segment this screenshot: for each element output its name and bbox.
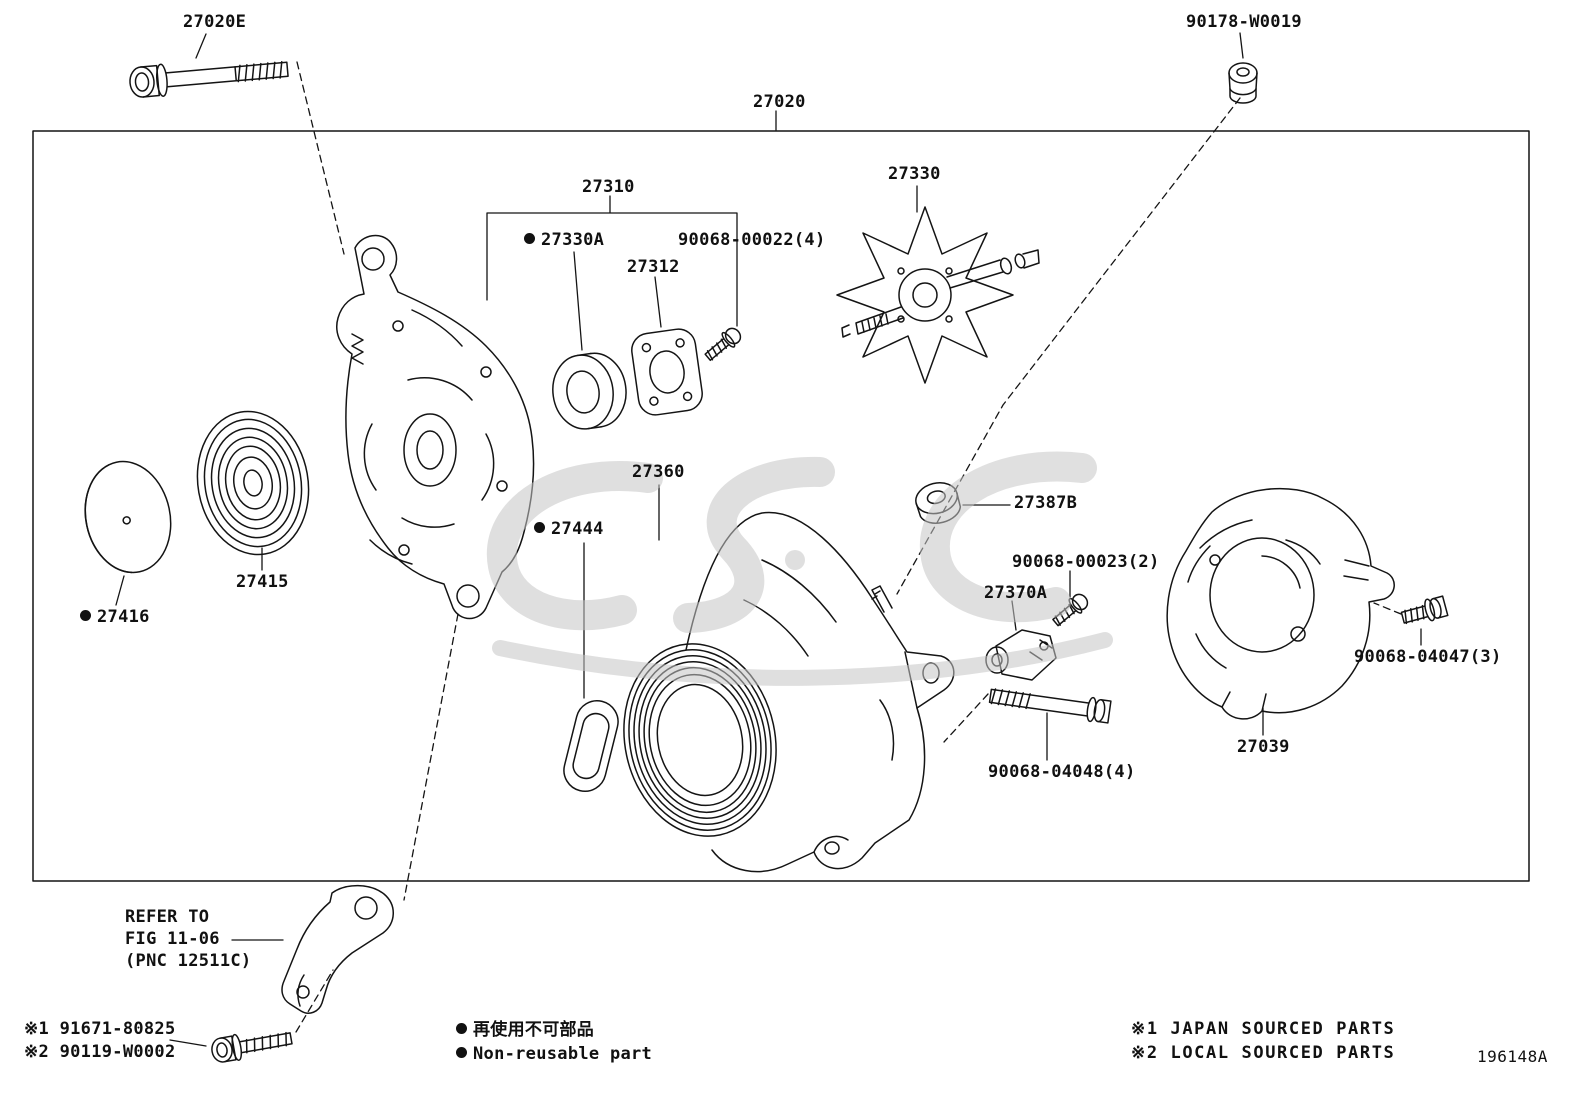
bolt-90068-04047-drawing: [1400, 595, 1449, 625]
legend-en-text: Non-reusable part: [473, 1044, 653, 1064]
non-reusable-dot-icon: [534, 521, 545, 533]
seal-ring-drawing: [563, 699, 619, 793]
substitution-ref-1: ※1 91671-80825: [24, 1019, 176, 1039]
pulley-nut-drawing: [1228, 62, 1258, 104]
retainer-plate-drawing: [631, 328, 703, 416]
rear-housing-drawing: [623, 511, 955, 873]
figure-code: 196148A: [1477, 1047, 1548, 1066]
part-label-27020: 27020: [753, 92, 806, 112]
front-bracket-drawing: [336, 234, 535, 620]
source-note-japan: ※1 JAPAN SOURCED PARTS: [1131, 1019, 1396, 1039]
part-label-27330A: 27330A: [524, 230, 604, 250]
pulley-cap-drawing: [84, 460, 172, 574]
bolt-90068-00022-drawing: [704, 327, 742, 362]
part-label-90068-00022: 90068-00022(4): [678, 230, 826, 250]
bracket-bolt-drawing: [211, 1031, 293, 1063]
part-label-27330: 27330: [888, 164, 941, 184]
watermark: [486, 451, 1113, 686]
refer-note-line-1: REFER TO: [125, 907, 210, 927]
rear-cover-drawing: [1166, 487, 1395, 720]
legend-non-reusable-jp: 再使用不可部品: [456, 1020, 594, 1040]
part-label-27444: 27444: [534, 519, 604, 539]
part-label-27020E: 27020E: [183, 12, 247, 32]
bearing-drawing: [552, 352, 627, 430]
part-label-27312: 27312: [627, 257, 680, 277]
part-label-90068-04047: 90068-04047(3): [1354, 647, 1502, 667]
part-label-27310: 27310: [582, 177, 635, 197]
pulley-drawing: [196, 410, 310, 556]
part-label-27387B: 27387B: [1014, 493, 1078, 513]
non-reusable-dot-icon: [524, 232, 535, 244]
part-label-27039: 27039: [1237, 737, 1290, 757]
part-label-90178-W0019: 90178-W0019: [1186, 12, 1302, 32]
non-reusable-dot-icon: [456, 1046, 467, 1058]
substitution-ref-2: ※2 90119-W0002: [24, 1042, 176, 1062]
adjusting-bracket-drawing: [281, 884, 394, 1014]
part-label-27360: 27360: [632, 462, 685, 482]
leader-lines: [115, 32, 1422, 1047]
part-label-90068-04048: 90068-04048(4): [988, 762, 1136, 782]
part-label-27330A-text: 27330A: [541, 230, 605, 250]
diagram-frame: [32, 130, 1530, 882]
refer-note-line-3: (PNC 12511C): [125, 951, 252, 971]
part-label-27416: 27416: [80, 607, 150, 627]
legend-non-reusable-en: Non-reusable part: [456, 1044, 652, 1064]
source-note-local: ※2 LOCAL SOURCED PARTS: [1131, 1043, 1396, 1063]
non-reusable-dot-icon: [456, 1022, 467, 1034]
part-label-27444-text: 27444: [551, 519, 604, 539]
through-bolt-drawing: [129, 60, 289, 98]
legend-jp-text: 再使用不可部品: [473, 1020, 595, 1040]
refer-note: REFER TO FIG 11-06 (PNC 12511C): [125, 906, 251, 972]
assembly-dashed-lines: [295, 61, 1402, 1033]
part-label-90068-00023: 90068-00023(2): [1012, 552, 1160, 572]
rotor-drawing: [836, 206, 1040, 384]
refer-note-line-2: FIG 11-06: [125, 929, 220, 949]
non-reusable-dot-icon: [80, 609, 91, 621]
part-label-27370A: 27370A: [984, 583, 1048, 603]
part-label-27415: 27415: [236, 572, 289, 592]
part-label-27416-text: 27416: [97, 607, 150, 627]
bolt-90068-04048-drawing: [988, 688, 1112, 724]
